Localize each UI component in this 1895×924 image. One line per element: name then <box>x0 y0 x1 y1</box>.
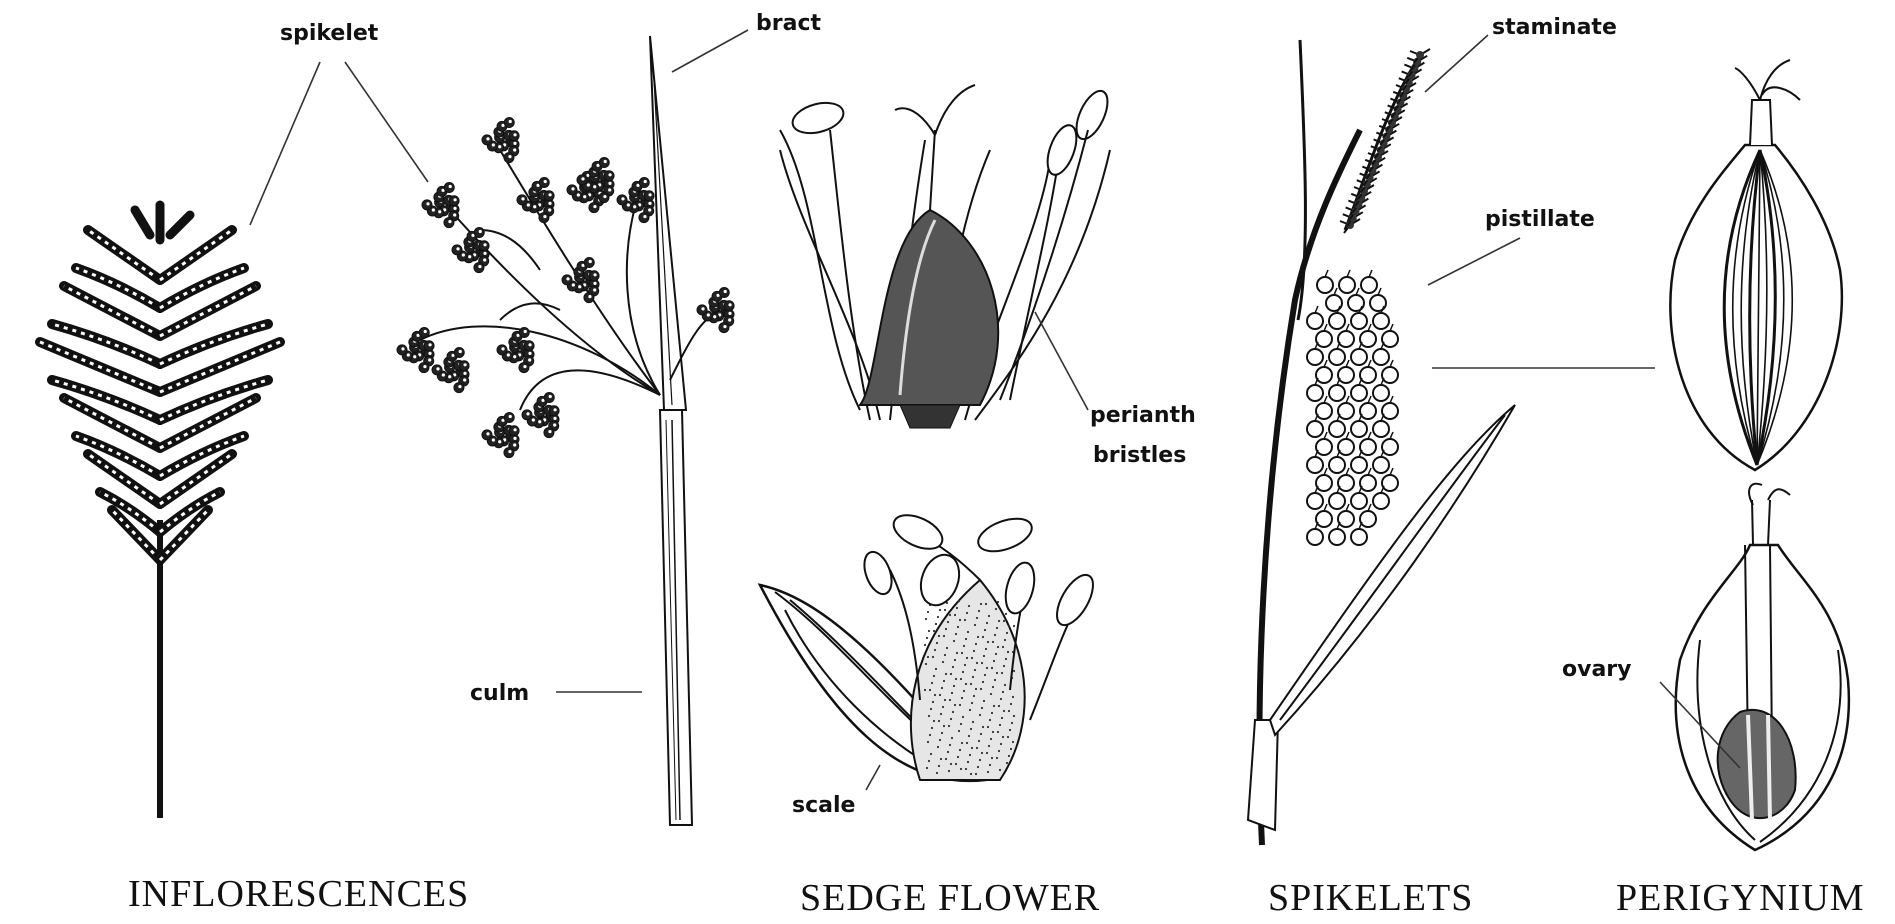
label-bristles: bristles <box>1093 443 1186 468</box>
label-scale: scale <box>792 793 855 818</box>
spike-clusters <box>40 205 280 560</box>
label-staminate: staminate <box>1492 15 1617 40</box>
dense-inflorescence-drawing <box>40 205 280 818</box>
caption-inflorescences: INFLORESCENCES <box>128 873 469 915</box>
label-perianth: perianth <box>1090 403 1196 428</box>
caption-spikelets: SPIKELETS <box>1268 877 1473 919</box>
caption-perigynium: PERIGYNIUM <box>1616 877 1865 919</box>
label-spikelet: spikelet <box>280 21 379 46</box>
caption-sedge-flower: SEDGE FLOWER <box>800 877 1100 919</box>
perigynium-drawing <box>1670 60 1849 850</box>
label-culm: culm <box>470 681 529 706</box>
sedge-flower-top-drawing <box>780 85 1114 428</box>
spikelets-drawing <box>1248 40 1515 845</box>
pistillate-spike <box>1307 270 1398 545</box>
open-inflorescence-drawing <box>397 36 734 825</box>
label-bract: bract <box>756 11 821 36</box>
label-pistillate: pistillate <box>1485 207 1595 232</box>
label-ovary: ovary <box>1562 657 1632 682</box>
sedge-flower-bottom-drawing <box>760 508 1100 781</box>
